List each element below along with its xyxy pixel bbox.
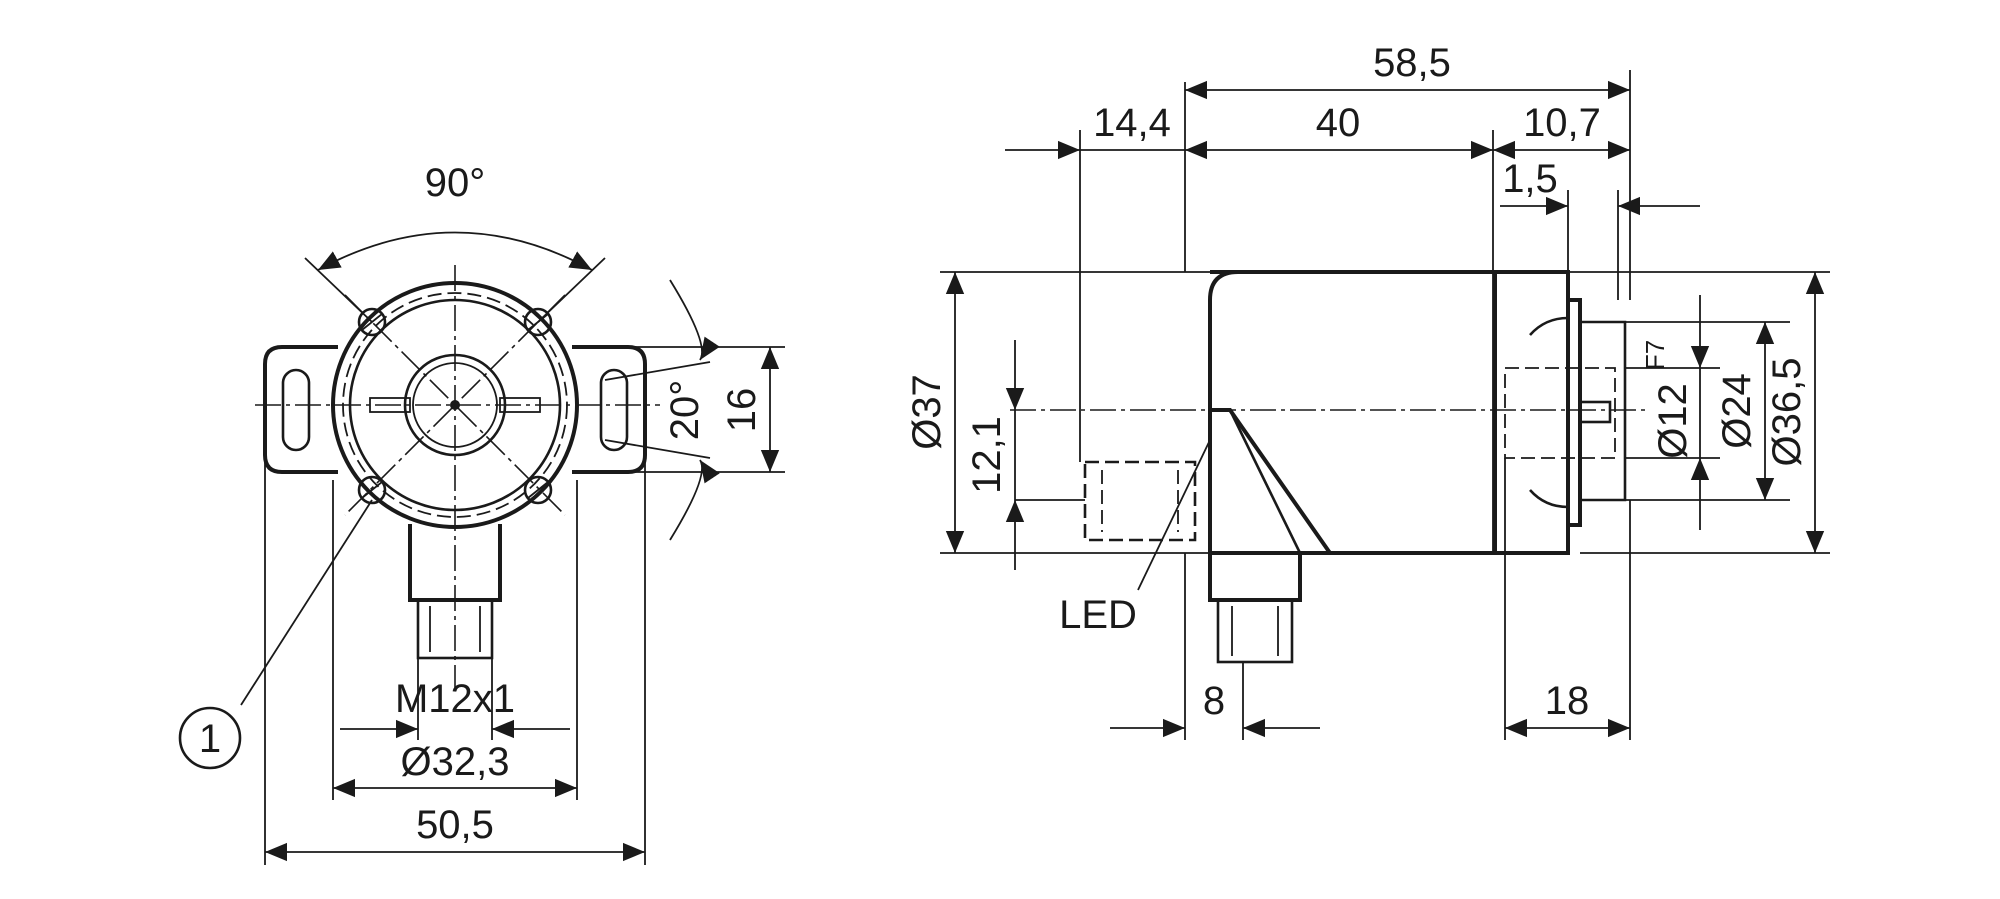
dim-18-label: 18	[1545, 679, 1590, 723]
side-connector-base	[1210, 408, 1332, 555]
dim-20-arc-top	[669, 279, 720, 361]
right-mounting-ear	[572, 345, 647, 474]
dim-20-label: 20°	[663, 380, 707, 441]
dim-40-label: 40	[1316, 101, 1361, 145]
front-diagonal-centerline-b	[344, 294, 566, 516]
dim-37-label: Ø37	[905, 374, 949, 450]
led-label: LED	[1059, 593, 1137, 637]
callout-1-leader	[240, 499, 373, 706]
dim-14-4-label: 14,4	[1093, 101, 1171, 145]
side-body-outline	[1208, 270, 1570, 555]
side-hidden-connector	[1083, 460, 1197, 542]
dim-12-1-label: 12,1	[965, 416, 1009, 494]
side-shaft-key	[1578, 400, 1612, 424]
dim-90-arc	[317, 231, 593, 271]
dim-12f7-tolerance: F7	[1640, 340, 1670, 370]
side-hidden-bore	[1504, 367, 1616, 459]
dim-bolt-circle-label: Ø32,3	[401, 740, 510, 784]
dim-thread-label: M12x1	[395, 677, 515, 721]
dim-8-label: 8	[1203, 679, 1225, 723]
side-connector-base-inner	[1228, 409, 1302, 554]
front-view: 90° 20° 16 M12x1 Ø32,3 50,5 1	[178, 161, 785, 865]
callout-1-circle	[178, 706, 242, 770]
dim-36-5-label: Ø36,5	[1765, 358, 1809, 467]
dim-10-7-label: 10,7	[1523, 101, 1601, 145]
dim-1-5-label: 1,5	[1502, 157, 1558, 201]
side-view: LED 58,5 14,4 40 10,7 1,5 Ø37 12,1	[905, 41, 1830, 740]
dim-12f7-label: Ø12	[1651, 383, 1695, 459]
side-hub-curves	[1529, 316, 1569, 509]
right-slot	[599, 368, 629, 452]
dim-58-5-label: 58,5	[1373, 41, 1451, 85]
front-diagonal-centerline-a	[344, 294, 566, 516]
dim-16-label: 16	[720, 388, 764, 433]
dim-24-label: Ø24	[1715, 373, 1759, 449]
left-slot	[281, 368, 311, 452]
dim-90-label: 90°	[425, 161, 486, 205]
left-mounting-ear	[263, 345, 338, 474]
side-connector-body	[1208, 553, 1302, 602]
callout-1-label: 1	[199, 717, 221, 761]
dim-12f7-group: Ø12 F7	[1640, 340, 1695, 459]
screw-bottom-right	[523, 475, 553, 505]
side-connector-thread	[1216, 598, 1294, 664]
side-hub	[1580, 320, 1627, 502]
dim-20-arc-bottom	[669, 459, 720, 541]
led-leader	[1137, 439, 1211, 591]
dim-50-5-label: 50,5	[416, 803, 494, 847]
